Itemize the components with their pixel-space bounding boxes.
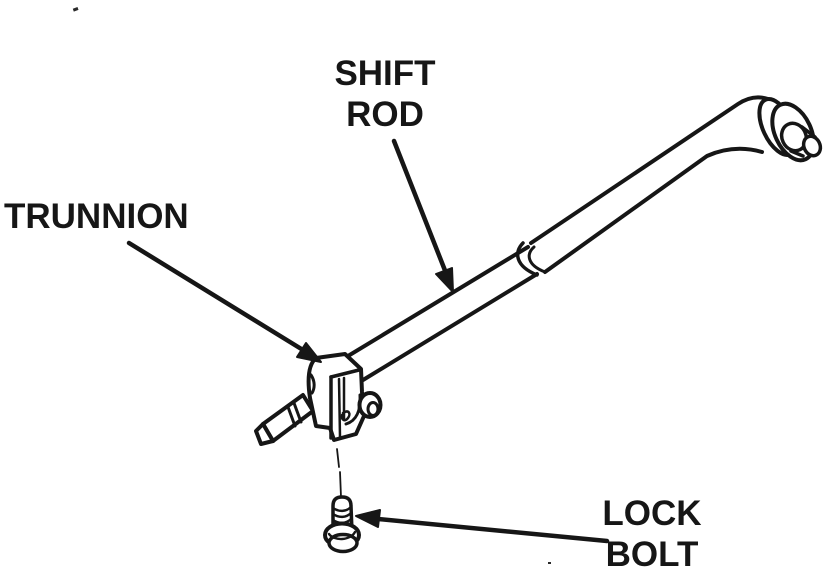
stud-bottom-line xyxy=(789,149,805,158)
trunnion-boss-hole xyxy=(366,401,380,417)
shift-rod-drawing xyxy=(346,95,770,382)
bushing-hub xyxy=(779,121,809,153)
shift-rod-label-line1: SHIFT xyxy=(334,54,436,93)
lock-bolt-drawing xyxy=(323,495,361,554)
scan-speck xyxy=(72,7,551,564)
trunnion-pin xyxy=(254,393,315,446)
pin-band xyxy=(286,405,297,428)
trunnion-drawing xyxy=(306,352,383,442)
lock-bolt-label-line2: BOLT xyxy=(605,535,699,574)
shift-rod-label: SHIFT ROD xyxy=(325,53,445,135)
pin-band-2 xyxy=(292,401,303,424)
shift-rod-arrow xyxy=(391,138,454,293)
trunnion-label: TRUNNION xyxy=(4,196,189,237)
bolt-thread-2 xyxy=(331,511,353,519)
lock-bolt-arrow xyxy=(355,509,610,544)
bolt-center-line xyxy=(336,448,342,498)
rod-thick-top-edge xyxy=(529,95,770,245)
rod-end-bushing xyxy=(757,97,823,163)
trunnion-groove xyxy=(337,377,342,439)
trunnion-front-top-edge xyxy=(329,368,361,379)
trunnion-label-line1: TRUNNION xyxy=(4,197,189,236)
shift-rod-label-line2: ROD xyxy=(346,95,424,134)
rod-step-collar xyxy=(515,241,539,277)
trunnion-silhouette xyxy=(306,352,366,442)
rod-thin-bottom-edge xyxy=(361,272,539,382)
stud-end xyxy=(801,134,823,158)
lock-bolt-label: LOCK BOLT xyxy=(592,493,712,575)
rod-step-collar-inner xyxy=(527,245,547,274)
trunnion-arrow xyxy=(126,240,322,363)
lock-bolt-label-line1: LOCK xyxy=(602,494,702,533)
callout-arrows xyxy=(126,138,610,544)
trunnion-ear-notch xyxy=(309,373,316,395)
rod-thick-bottom-edge xyxy=(543,146,764,274)
pin-tip-face xyxy=(254,422,275,446)
trunnion-cast-mark xyxy=(340,410,351,422)
bolt-thread-1 xyxy=(331,505,353,513)
bolt-head-facet xyxy=(327,530,357,541)
rod-thin-top-edge xyxy=(346,245,530,358)
